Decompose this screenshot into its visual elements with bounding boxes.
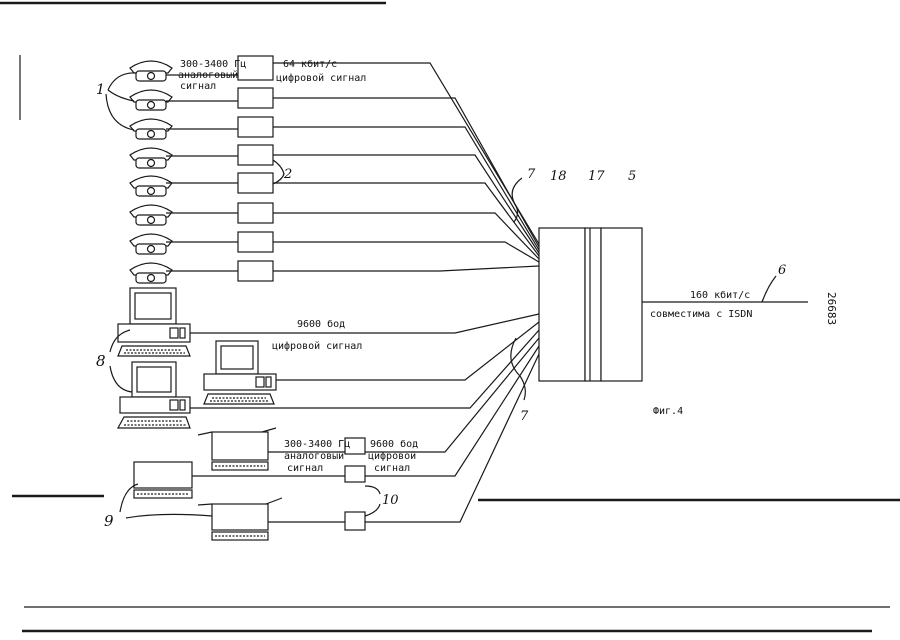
ref-numeral-1: 1 <box>96 82 105 98</box>
ref-numeral-7-top: 7 <box>527 167 536 182</box>
line-7 <box>273 242 539 262</box>
trunk-rate-label: 160 кбит/с <box>690 289 750 301</box>
modem-signal-label-1: аналоговый <box>284 450 344 462</box>
telephone-icon <box>130 263 238 283</box>
telephone-icon <box>130 90 238 110</box>
computer-icon <box>118 288 190 356</box>
central-unit <box>539 228 642 381</box>
converters <box>238 56 273 281</box>
trunk-compat-label: совместима с ISDN <box>650 309 752 320</box>
ref-numeral-7-bottom: 7 <box>520 409 529 424</box>
line-8 <box>273 266 539 271</box>
ref-numeral-10: 10 <box>382 493 399 508</box>
modems <box>345 438 365 530</box>
line-6 <box>273 213 539 259</box>
converter-box <box>238 117 273 137</box>
phone-rate-label: 64 кбит/с <box>283 58 337 70</box>
line-5 <box>273 183 539 256</box>
leader-10b <box>365 504 380 516</box>
ref-numeral-5: 5 <box>628 169 636 184</box>
leader-1c <box>106 94 134 130</box>
leader-1a <box>108 73 136 90</box>
modem-rate-label: 9600 бод <box>370 438 418 450</box>
line-3 <box>273 127 539 250</box>
line-4 <box>273 155 539 253</box>
pc-signal-label: цифровой сигнал <box>272 340 362 352</box>
leader-9b <box>126 514 212 518</box>
ref-numeral-8: 8 <box>96 352 106 370</box>
leader-8b <box>110 366 132 392</box>
converter-box <box>238 232 273 252</box>
block-18 <box>539 228 585 381</box>
leader-10a <box>365 486 380 494</box>
telephone-icon <box>130 119 238 139</box>
modem-rate-signal-label-2: сигнал <box>374 463 410 474</box>
block-17 <box>585 228 601 381</box>
telephone-icon <box>130 148 238 168</box>
figure-caption: Фиг.4 <box>653 406 683 417</box>
phone-signal-label-1: аналоговый <box>178 69 238 81</box>
line-pc-1 <box>190 314 539 333</box>
modem-freq-label: 300-3400 Гц <box>284 439 350 450</box>
ref-numeral-17: 17 <box>588 169 605 184</box>
line-modem-1 <box>365 338 539 452</box>
computer-icon <box>118 362 190 428</box>
telephone-icon <box>130 205 238 225</box>
ref-numeral-9: 9 <box>104 512 114 530</box>
ref-numeral-6: 6 <box>778 263 786 278</box>
telephone-icon <box>130 176 238 196</box>
modem-box <box>345 512 365 530</box>
pc-rate-label: 9600 бод <box>297 318 345 330</box>
modem-signal-label-2: сигнал <box>287 463 323 474</box>
terminal-icon <box>198 498 345 540</box>
modem-box <box>345 466 365 482</box>
converter-box <box>238 261 273 281</box>
computers <box>118 288 276 428</box>
ref-numeral-2: 2 <box>283 167 292 182</box>
computer-icon <box>204 341 276 404</box>
converter-box <box>238 203 273 223</box>
trunk-leader <box>762 276 776 302</box>
phone-freq-label: 300-3400 Гц <box>180 59 246 70</box>
converter-lines <box>273 63 539 271</box>
phone-signal-label-2: сигнал <box>180 81 216 92</box>
leader-1b <box>108 90 134 101</box>
telephones <box>130 61 238 283</box>
modem-rate-signal-label-1: цифровой <box>368 450 416 462</box>
phone-rate-signal-label: цифровой сигнал <box>276 72 366 84</box>
block-5 <box>601 228 642 381</box>
page-number: 26683 <box>825 292 838 325</box>
converter-box <box>238 145 273 165</box>
converter-box <box>238 173 273 193</box>
telephone-icon <box>130 234 238 254</box>
line-2 <box>273 98 539 247</box>
ref-numeral-18: 18 <box>550 169 567 184</box>
leader-2 <box>273 160 284 184</box>
converter-box <box>238 88 273 108</box>
